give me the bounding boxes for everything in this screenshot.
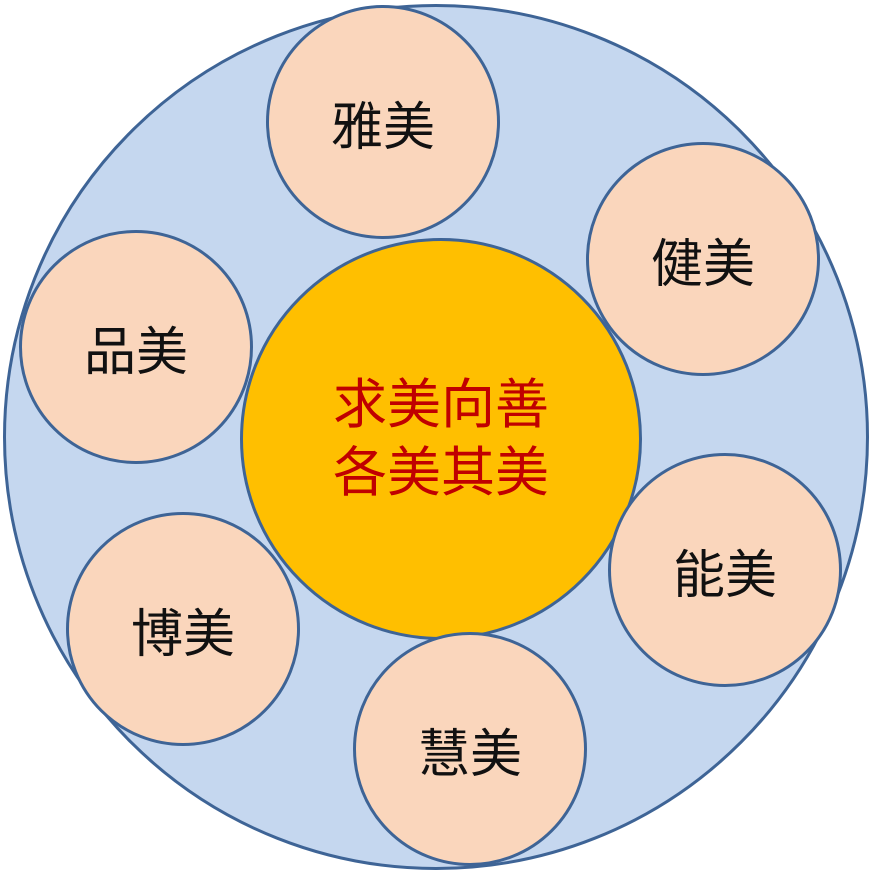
- petal-circle-neng: 能美: [608, 453, 842, 687]
- petal-label-jian: 健美: [650, 234, 755, 295]
- center-text-line-2: 各美其美: [333, 441, 549, 504]
- petal-label-pin: 品美: [83, 322, 188, 383]
- petal-label-neng: 能美: [672, 545, 777, 606]
- center-text-line-1: 求美向善: [333, 373, 549, 436]
- petal-label-ya: 雅美: [330, 97, 435, 158]
- petal-circle-bo: 博美: [66, 512, 300, 746]
- center-circle: 求美向善 各美其美: [240, 238, 642, 640]
- petal-circle-pin: 品美: [19, 230, 253, 464]
- petal-label-bo: 博美: [130, 604, 235, 665]
- petal-circle-jian: 健美: [586, 142, 820, 376]
- petal-label-hui: 慧美: [417, 724, 522, 785]
- petal-circle-hui: 慧美: [353, 632, 587, 866]
- petal-circle-ya: 雅美: [266, 5, 500, 239]
